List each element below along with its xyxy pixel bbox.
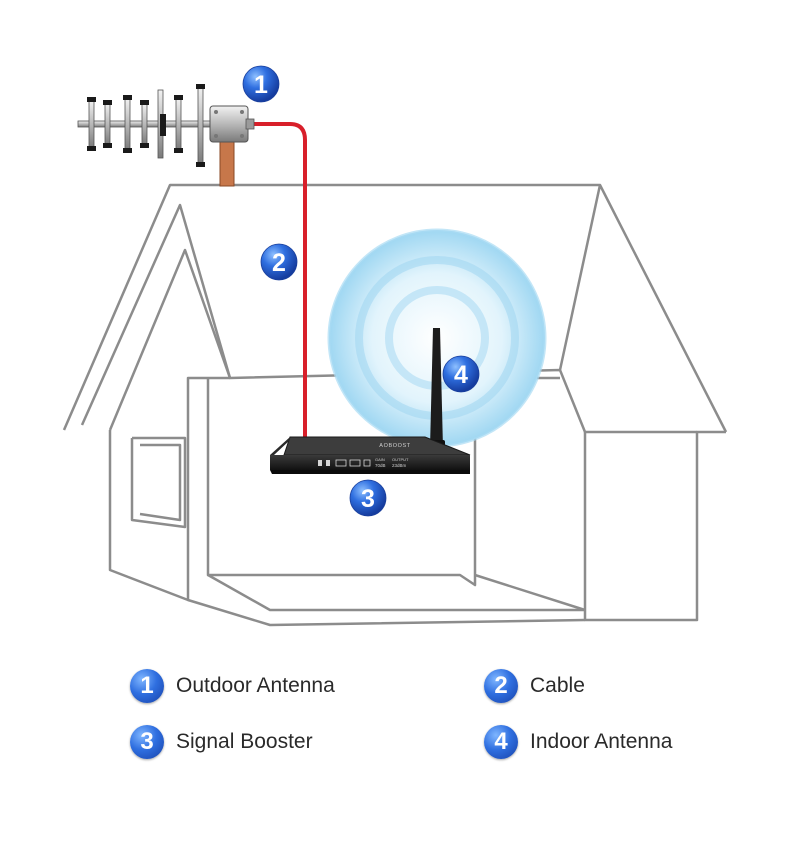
- legend-item-cable: 2 Cable: [484, 666, 585, 706]
- legend-label-signal-booster: Signal Booster: [176, 730, 313, 753]
- signal-booster: AOBOOST GAIN 70dB OUTPUT 23dBm: [270, 436, 471, 474]
- legend-badge-2: 2: [484, 669, 518, 703]
- cable: [248, 122, 307, 442]
- booster-output-label: OUTPUT: [392, 457, 409, 462]
- callout-badge-1: 1: [242, 65, 280, 103]
- booster-brand: AOBOOST: [379, 443, 410, 449]
- booster-gain-label: GAIN: [375, 457, 385, 462]
- legend-item-outdoor-antenna: 1 Outdoor Antenna: [130, 666, 335, 706]
- booster-output-value: 23dBm: [392, 463, 407, 468]
- legend-label-outdoor-antenna: Outdoor Antenna: [176, 674, 335, 697]
- outdoor-antenna: [77, 84, 255, 187]
- legend-badge-3: 3: [130, 725, 164, 759]
- house-outline: [62, 183, 728, 627]
- callout-number-2: 2: [272, 249, 286, 277]
- callout-number-3: 3: [361, 485, 375, 513]
- legend-label-indoor-antenna: Indoor Antenna: [530, 730, 673, 753]
- callout-badge-4: 4: [442, 355, 480, 393]
- legend-badge-4: 4: [484, 725, 518, 759]
- legend-badge-1: 1: [130, 669, 164, 703]
- callout-badge-2: 2: [260, 243, 298, 281]
- booster-gain-value: 70dB: [375, 463, 386, 468]
- legend-item-signal-booster: 3 Signal Booster: [130, 722, 313, 762]
- legend-label-cable: Cable: [530, 674, 585, 697]
- callout-badge-3: 3: [349, 479, 387, 517]
- legend-item-indoor-antenna: 4 Indoor Antenna: [484, 722, 672, 762]
- callout-number-1: 1: [254, 71, 268, 99]
- callout-number-4: 4: [454, 361, 468, 389]
